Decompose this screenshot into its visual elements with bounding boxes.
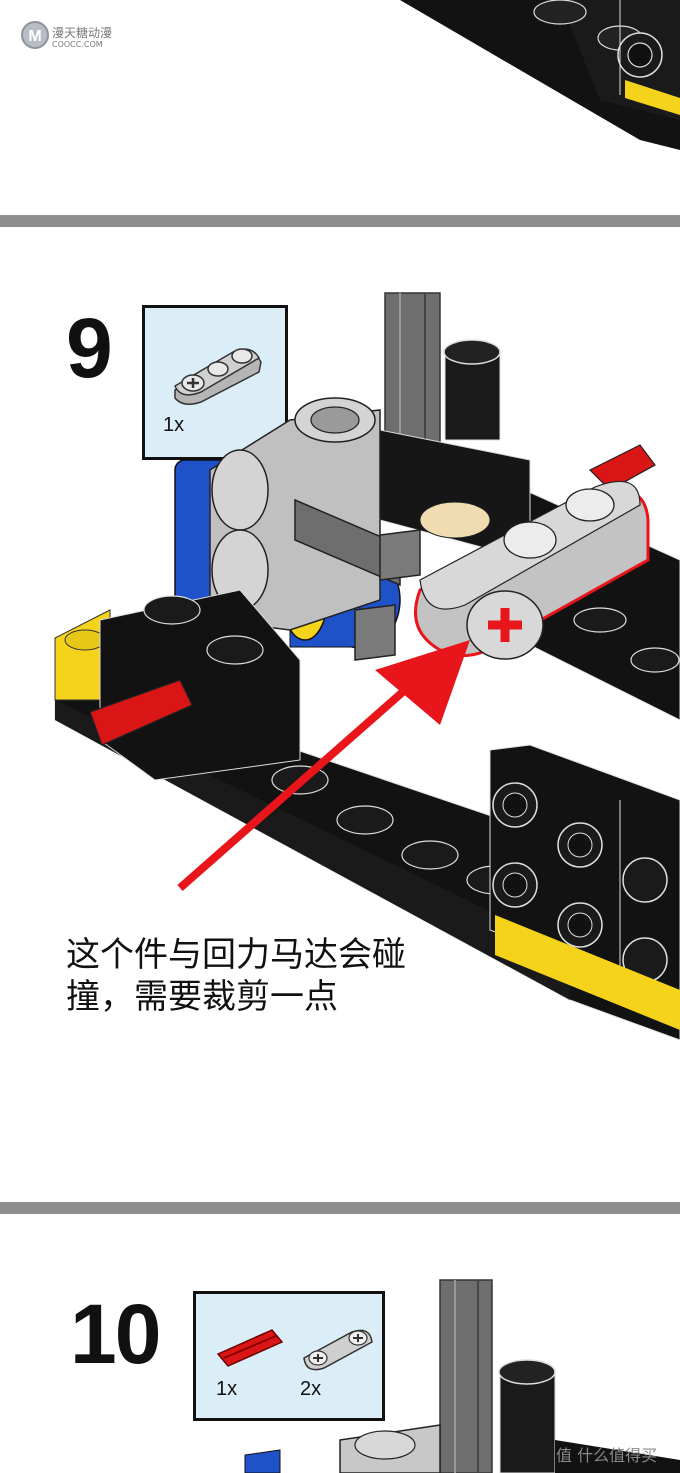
step-divider: [0, 215, 680, 227]
part-quantity: 2x: [300, 1378, 322, 1400]
previous-step-illustration: [400, 0, 680, 150]
svg-text:M: M: [28, 28, 41, 45]
parts-callout: 1x: [142, 305, 288, 460]
part-quantity: 1x: [163, 414, 185, 436]
site-logo-icon: M: [21, 21, 49, 49]
step-divider: [0, 1202, 680, 1214]
site-name: 漫天糖动漫: [52, 26, 113, 40]
note-line: 撞，需要裁剪一点: [66, 977, 338, 1017]
note-line: 这个件与回力马达会碰: [66, 935, 406, 975]
liftarm-part-icon: [174, 348, 262, 405]
site-logo: M: [20, 20, 50, 50]
site-url: COOCC.COM: [52, 40, 103, 49]
liftarm-part-icon: [303, 1329, 373, 1371]
parts-callout: 1x 2x: [193, 1291, 385, 1421]
part-quantity: 1x: [216, 1378, 238, 1400]
step-number: 9: [66, 301, 113, 395]
step-number: 10: [70, 1287, 161, 1381]
step-note: 这个件与回力马达会碰 撞，需要裁剪一点: [66, 934, 506, 1018]
step-10-illustration: [244, 1279, 680, 1473]
bottom-watermark: 值 什么值得买: [556, 1446, 658, 1465]
red-axle-part-icon: [216, 1329, 284, 1367]
step-9-illustration: [54, 292, 680, 1041]
